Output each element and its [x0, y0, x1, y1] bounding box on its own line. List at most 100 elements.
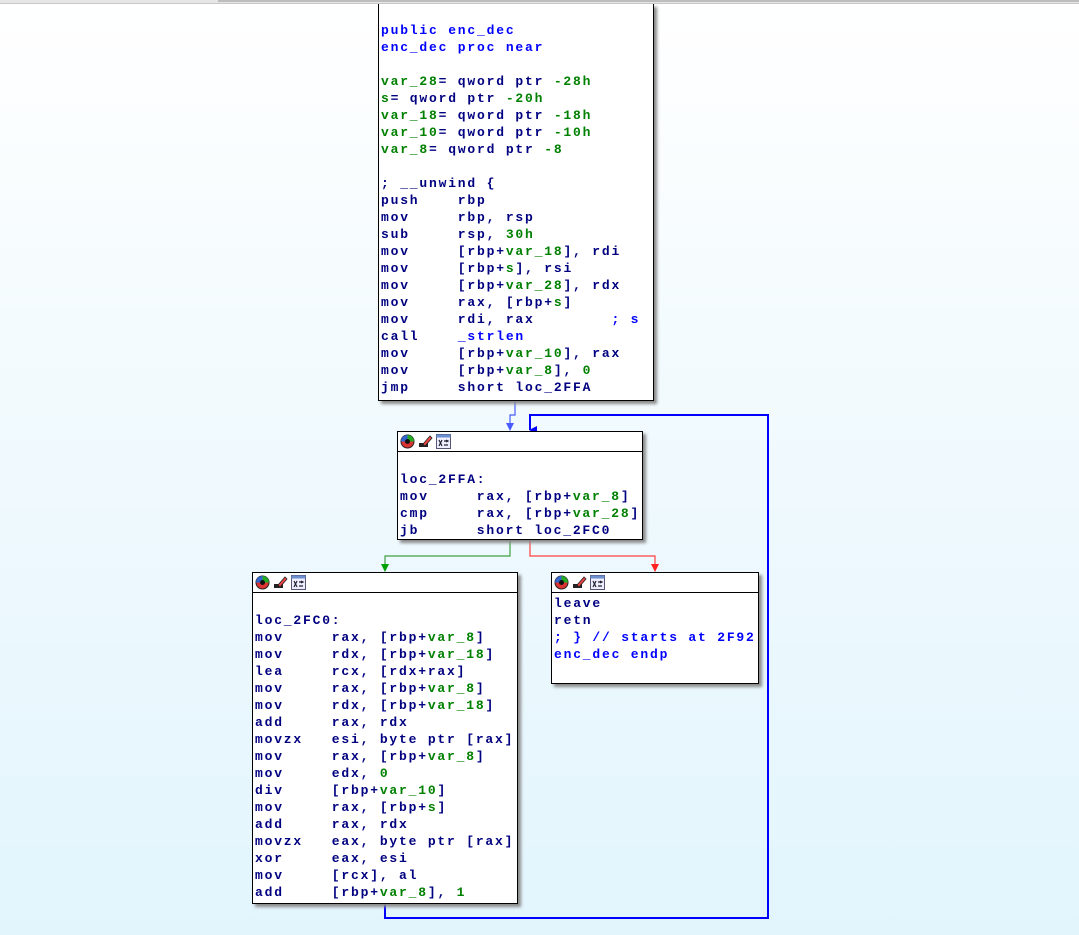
node-code: loc_2FFA:mov rax, [rbp+var_8]cmp rax, [r… — [398, 452, 642, 541]
node-color-icon[interactable] — [400, 434, 415, 449]
code-text: loc_2FC0: — [255, 613, 342, 628]
code-line[interactable]: jb short loc_2FC0 — [400, 522, 640, 539]
code-text: ] — [475, 749, 486, 764]
code-text: mov edx, — [255, 766, 380, 781]
code-text: push rbp — [381, 193, 487, 208]
code-line[interactable]: push rbp — [381, 192, 651, 209]
code-line[interactable]: mov [rbp+s], rsi — [381, 260, 651, 277]
code-line[interactable]: enc_dec endp — [554, 646, 756, 663]
code-operand-var: var_10 — [381, 125, 439, 140]
code-line[interactable]: var_18= qword ptr -18h — [381, 107, 651, 124]
code-line[interactable]: mov rax, [rbp+var_8] — [255, 629, 515, 646]
code-name: public enc_dec — [381, 23, 516, 38]
code-line[interactable]: movzx esi, byte ptr [rax] — [255, 731, 515, 748]
code-operand-var: -28h — [553, 74, 593, 89]
code-text: = qword ptr — [390, 91, 506, 106]
code-line[interactable]: mov rax, [rbp+var_8] — [255, 680, 515, 697]
code-line[interactable]: xor eax, esi — [255, 850, 515, 867]
code-line[interactable]: mov rbp, rsp — [381, 209, 651, 226]
graph-node-loc-2ffa[interactable]: loc_2FFA:mov rax, [rbp+var_8]cmp rax, [r… — [397, 431, 643, 540]
code-line[interactable]: mov rax, [rbp+var_8] — [255, 748, 515, 765]
code-line[interactable]: call _strlen — [381, 328, 651, 345]
code-operand-var: var_8 — [505, 363, 554, 378]
code-line[interactable]: enc_dec proc near — [381, 39, 651, 56]
code-line[interactable]: movzx eax, byte ptr [rax] — [255, 833, 515, 850]
group-graph-icon[interactable] — [291, 575, 306, 590]
rename-pencil-icon[interactable] — [273, 575, 288, 590]
scrollbar-thumb[interactable] — [218, 0, 1079, 2]
code-text: loc_2FFA: — [400, 472, 487, 487]
code-operand-var: var_10 — [379, 783, 438, 798]
code-line[interactable]: s= qword ptr -20h — [381, 90, 651, 107]
code-line[interactable]: lea rcx, [rdx+rax] — [255, 663, 515, 680]
code-text: mov rax, [rbp+ — [400, 489, 573, 504]
group-graph-icon[interactable] — [436, 434, 451, 449]
node-color-icon[interactable] — [255, 575, 270, 590]
code-text: movzx esi, byte ptr [rax] — [255, 732, 515, 747]
code-text: mov rax, [rbp+ — [255, 681, 428, 696]
code-line[interactable] — [381, 56, 651, 73]
top-scrollbar[interactable] — [0, 0, 1079, 4]
code-line[interactable]: mov [rbp+var_10], rax — [381, 345, 651, 362]
code-line[interactable] — [381, 158, 651, 175]
node-header — [253, 573, 517, 593]
code-text: = qword ptr — [438, 74, 554, 89]
code-operand-var: var_8 — [427, 749, 476, 764]
code-line[interactable] — [400, 454, 640, 471]
code-line[interactable]: jmp short loc_2FFA — [381, 379, 651, 396]
code-text: ], rax — [563, 346, 622, 361]
code-line[interactable]: add rax, rdx — [255, 816, 515, 833]
code-line[interactable]: add rax, rdx — [255, 714, 515, 731]
code-line[interactable]: mov [rbp+var_18], rdi — [381, 243, 651, 260]
code-line[interactable] — [554, 663, 756, 680]
code-text: ] — [630, 506, 641, 521]
rename-pencil-icon[interactable] — [418, 434, 433, 449]
code-operand-var: 0 — [582, 363, 593, 378]
code-line[interactable]: mov rdx, [rbp+var_18] — [255, 697, 515, 714]
code-line[interactable]: mov [rcx], al — [255, 867, 515, 884]
code-line[interactable]: var_28= qword ptr -28h — [381, 73, 651, 90]
code-line[interactable]: mov rax, [rbp+s] — [255, 799, 515, 816]
node-color-icon[interactable] — [554, 575, 569, 590]
edge-true-branch — [381, 540, 511, 572]
code-line[interactable]: div [rbp+var_10] — [255, 782, 515, 799]
group-graph-icon[interactable] — [590, 575, 605, 590]
code-line[interactable]: loc_2FFA: — [400, 471, 640, 488]
code-text: mov rdx, [rbp+ — [255, 647, 428, 662]
code-line[interactable]: ; __unwind { — [381, 175, 651, 192]
code-text: retn — [554, 613, 593, 628]
code-line[interactable]: mov rdx, [rbp+var_18] — [255, 646, 515, 663]
code-line[interactable]: var_8= qword ptr -8 — [381, 141, 651, 158]
code-operand-var: var_8 — [379, 885, 428, 900]
code-text: ] — [620, 489, 631, 504]
edge-entry-to-loop — [506, 401, 516, 431]
code-line[interactable]: mov [rbp+var_28], rdx — [381, 277, 651, 294]
code-operand-var: -8 — [544, 142, 564, 157]
code-line[interactable]: ; } // starts at 2F92 — [554, 629, 756, 646]
code-line[interactable] — [255, 595, 515, 612]
code-line[interactable]: retn — [554, 612, 756, 629]
code-operand-var: var_28 — [572, 506, 631, 521]
code-line[interactable]: mov rdi, rax ; s — [381, 311, 651, 328]
code-line[interactable]: leave — [554, 595, 756, 612]
code-line[interactable]: add [rbp+var_8], 1 — [255, 884, 515, 901]
code-operand-var: var_10 — [505, 346, 564, 361]
code-line[interactable]: loc_2FC0: — [255, 612, 515, 629]
code-line[interactable]: mov rax, [rbp+s] — [381, 294, 651, 311]
code-text: cmp rax, [rbp+ — [400, 506, 573, 521]
graph-node-loc-2fc0[interactable]: loc_2FC0:mov rax, [rbp+var_8]mov rdx, [r… — [252, 572, 518, 904]
code-line[interactable]: sub rsp, 30h — [381, 226, 651, 243]
code-line[interactable]: mov edx, 0 — [255, 765, 515, 782]
code-text: = qword ptr — [438, 125, 554, 140]
code-line[interactable]: public enc_dec — [381, 22, 651, 39]
code-line[interactable]: cmp rax, [rbp+var_28] — [400, 505, 640, 522]
rename-pencil-icon[interactable] — [572, 575, 587, 590]
code-name: ; } // starts at 2F92 — [554, 630, 756, 645]
code-line[interactable]: var_10= qword ptr -10h — [381, 124, 651, 141]
code-line[interactable]: mov [rbp+var_8], 0 — [381, 362, 651, 379]
code-operand-var: var_18 — [427, 647, 486, 662]
code-text: mov [rbp+ — [381, 244, 506, 259]
code-line[interactable]: mov rax, [rbp+var_8] — [400, 488, 640, 505]
